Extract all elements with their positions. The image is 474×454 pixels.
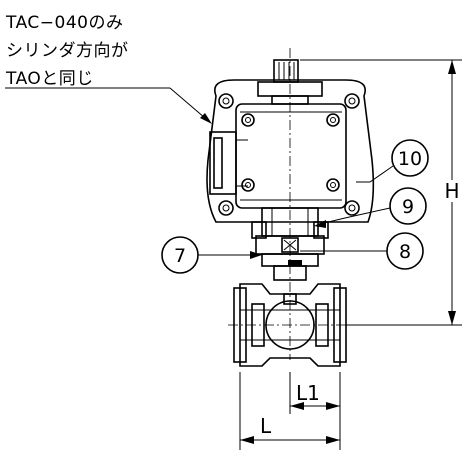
actuator-housing bbox=[206, 79, 375, 223]
length-label: L bbox=[260, 414, 272, 438]
note-line-2: シリンダ方向が bbox=[6, 41, 129, 61]
callout-10: 10 bbox=[356, 139, 429, 183]
svg-text:9: 9 bbox=[402, 196, 414, 218]
note-line-3: TAOと同じ bbox=[6, 69, 94, 89]
svg-text:8: 8 bbox=[399, 241, 411, 263]
note-leader bbox=[5, 87, 212, 124]
callout-9: 9 bbox=[314, 187, 427, 228]
top-indicator bbox=[257, 59, 323, 105]
length1-label: L1 bbox=[296, 381, 320, 405]
svg-text:7: 7 bbox=[174, 245, 186, 267]
stem-coupling bbox=[255, 235, 325, 281]
dimension-height: H bbox=[300, 59, 462, 326]
note-line-1: TAC−040のみ bbox=[6, 13, 124, 33]
callout-8: 8 bbox=[300, 232, 424, 270]
dimension-length: L L1 bbox=[239, 372, 341, 450]
svg-text:10: 10 bbox=[398, 148, 422, 170]
actuator-body bbox=[235, 103, 347, 209]
height-label: H bbox=[444, 179, 459, 203]
callout-7: 7 bbox=[161, 236, 262, 274]
housing-bolts bbox=[218, 93, 360, 216]
